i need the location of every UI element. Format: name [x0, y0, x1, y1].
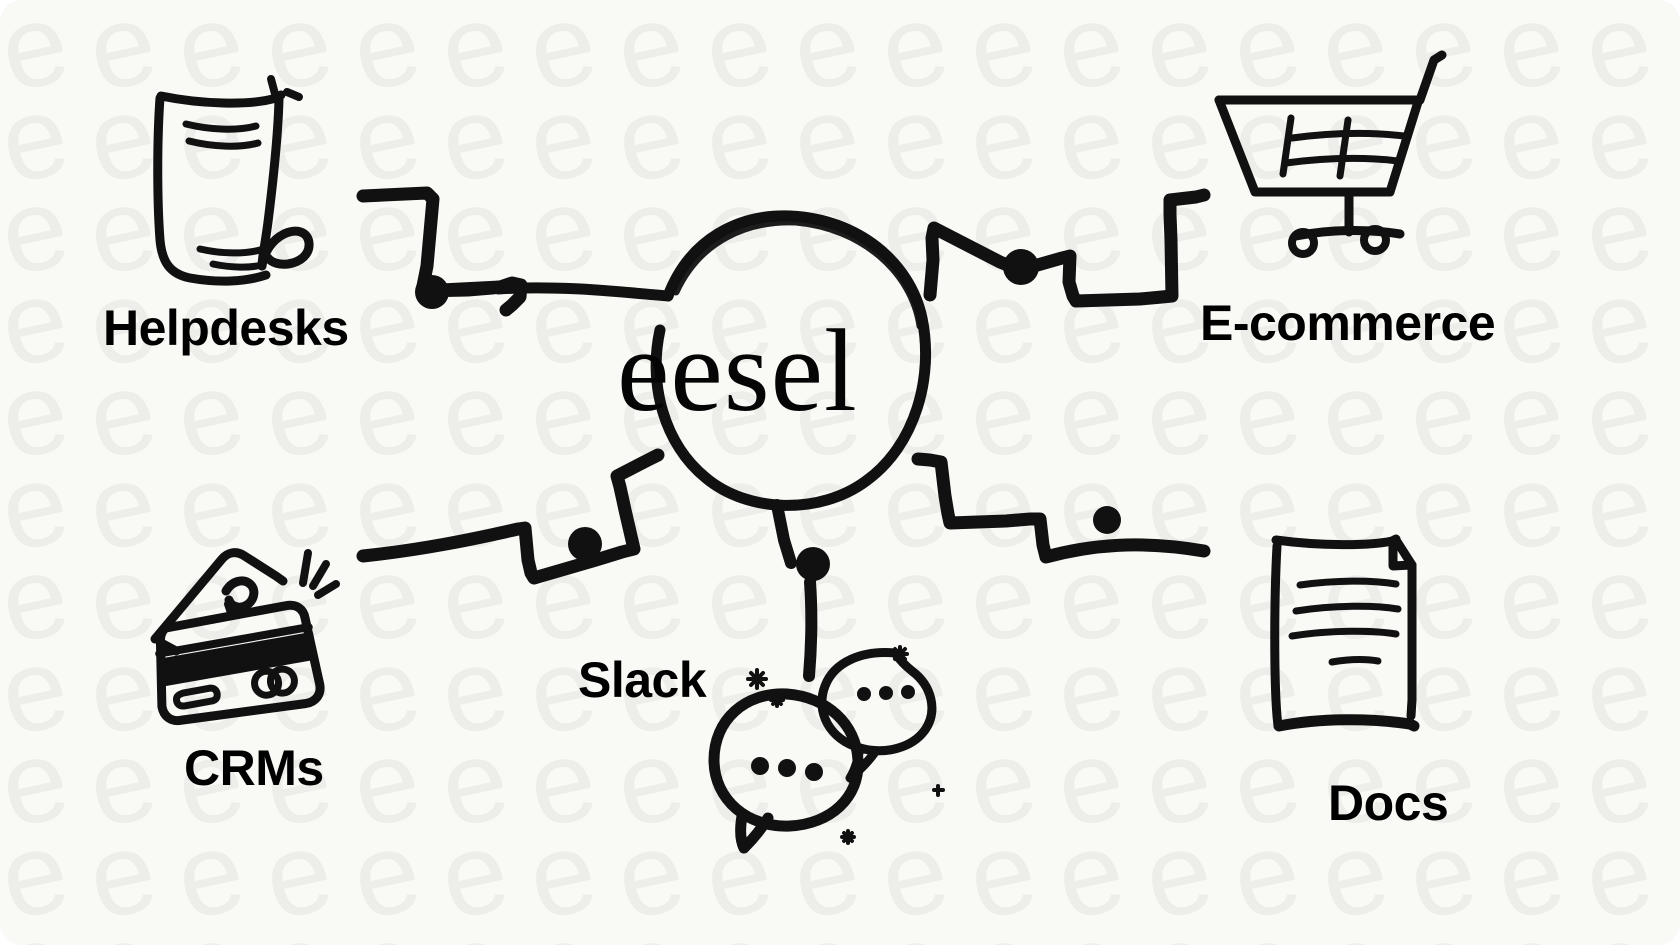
sparkle-icon	[840, 829, 856, 845]
sparkles	[746, 645, 945, 845]
eesel-logo-wordmark: eesel	[617, 305, 858, 436]
sparkle-icon	[746, 668, 768, 690]
scroll-ticket-icon	[153, 75, 314, 286]
connector-ecommerce	[923, 188, 1211, 308]
connector-node-dot	[796, 547, 830, 581]
sparkle-icon	[769, 692, 785, 708]
node-label-slack: Slack	[578, 652, 707, 708]
connector-node-dot	[1003, 249, 1039, 285]
node-label-crms: CRMs	[184, 740, 324, 796]
sparkle-icon	[932, 784, 945, 797]
node-label-docs: Docs	[1328, 775, 1449, 831]
connector-helpdesks	[356, 186, 674, 317]
credit-cards-icon	[150, 548, 340, 726]
center-circle	[650, 210, 932, 511]
connector-node-dot	[1093, 506, 1121, 534]
connector-docs	[911, 452, 1211, 564]
node-label-ecommerce: E-commerce	[1200, 295, 1496, 351]
node-label-helpdesks: Helpdesks	[103, 300, 349, 356]
shopping-cart-icon	[1214, 50, 1447, 258]
chat-bubbles-icon	[708, 648, 937, 854]
connector-node-dot	[415, 275, 449, 309]
connector-slack	[771, 499, 818, 682]
sparkle-icon	[891, 645, 909, 663]
document-page-icon	[1270, 534, 1420, 732]
connector-node-dot	[568, 527, 602, 561]
connector-crms	[356, 448, 665, 585]
